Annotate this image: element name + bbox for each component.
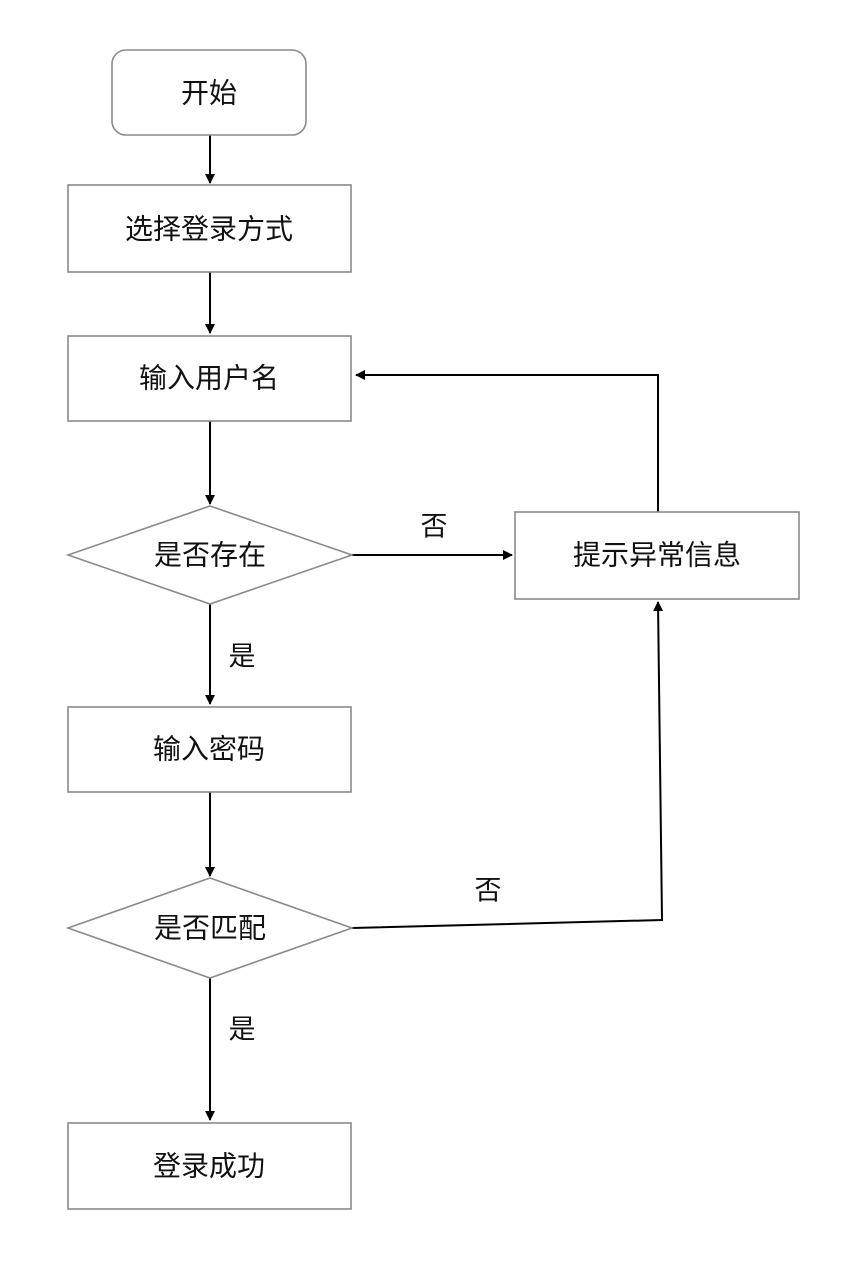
- edge-match-no-to-error: [351, 601, 664, 929]
- node-input-username-label: 输入用户名: [139, 362, 279, 395]
- edge-label-match-no: 否: [475, 876, 502, 907]
- edge-error-loop-to-username: [355, 370, 659, 512]
- node-login-success-label: 登录成功: [153, 1150, 265, 1183]
- edge-label-match-yes: 是: [229, 1015, 256, 1046]
- node-match-decision-label: 是否匹配: [154, 912, 266, 945]
- node-match-decision: 是否匹配: [65, 877, 355, 979]
- node-input-password: 输入密码: [67, 706, 352, 793]
- node-choose-login: 选择登录方式: [67, 184, 352, 273]
- node-choose-login-label: 选择登录方式: [125, 213, 293, 246]
- node-show-error: 提示异常信息: [514, 511, 800, 600]
- node-exists-decision-label: 是否存在: [154, 539, 266, 572]
- edge-label-exists-yes: 是: [229, 642, 256, 673]
- node-login-success: 登录成功: [67, 1122, 352, 1210]
- node-start-label: 开始: [181, 77, 237, 110]
- node-exists-decision: 是否存在: [65, 505, 355, 605]
- node-start: 开始: [111, 49, 307, 136]
- node-input-username: 输入用户名: [67, 335, 352, 422]
- node-show-error-label: 提示异常信息: [573, 539, 741, 572]
- node-input-password-label: 输入密码: [153, 733, 265, 766]
- edge-label-exists-no: 否: [421, 512, 448, 543]
